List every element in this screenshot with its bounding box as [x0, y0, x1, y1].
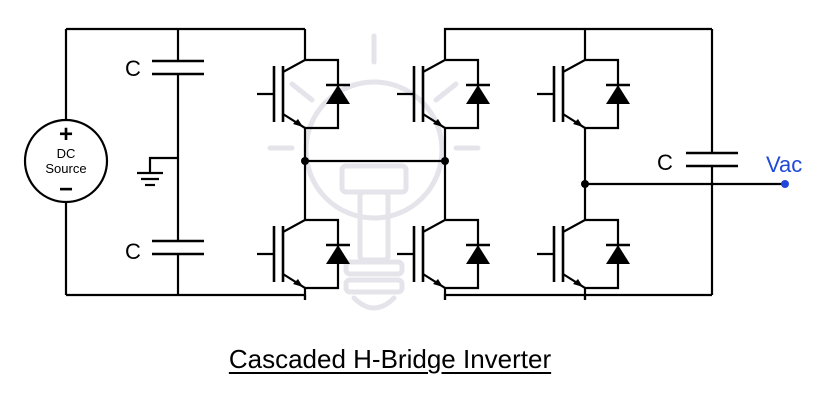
junction-dots — [301, 157, 589, 188]
output-terminal — [781, 180, 789, 188]
capacitor-top — [152, 59, 204, 76]
watermark-bulb-icon — [267, 33, 481, 311]
ground-icon — [137, 171, 163, 187]
capacitor-output — [686, 151, 738, 168]
igbt-switch-1-bottom — [255, 206, 352, 302]
source-plus: + — [59, 121, 73, 148]
dc-source: + DC Source − — [23, 118, 109, 204]
diagram-title: Cascaded H-Bridge Inverter — [0, 344, 780, 375]
capacitor-bottom — [152, 239, 204, 256]
source-label-line2: Source — [45, 161, 86, 176]
cap-output-label: C — [657, 150, 673, 175]
cap-bottom-label: C — [125, 239, 141, 264]
igbt-switch-2-bottom — [395, 206, 492, 302]
igbt-switch-3-bottom — [535, 206, 632, 302]
igbt-switch-3-top — [535, 46, 632, 142]
source-label-line1: DC — [57, 146, 76, 161]
cap-top-label: C — [125, 56, 141, 81]
circuit-wiring — [64, 27, 784, 300]
source-minus: − — [59, 176, 73, 203]
diagram-title-text: Cascaded H-Bridge Inverter — [228, 344, 552, 374]
output-label: Vac — [766, 152, 802, 177]
